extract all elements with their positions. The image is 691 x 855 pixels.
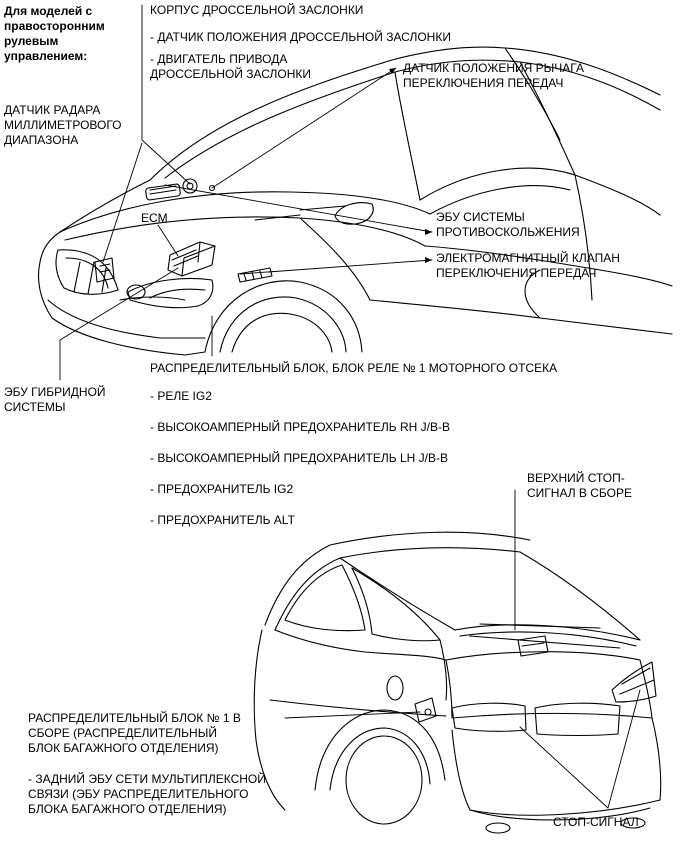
label-ecm: ECM <box>141 211 168 225</box>
label-line: ПЕРЕКЛЮЧЕНИЯ ПЕРЕДАЧ <box>403 76 564 90</box>
label-line: - ЗАДНИЙ ЭБУ СЕТИ МУЛЬТИПЛЕКСНОЙ <box>28 772 266 786</box>
label-throttle-sensor: - ДАТЧИК ПОЛОЖЕНИЯ ДРОССЕЛЬНОЙ ЗАСЛОНКИ <box>150 30 451 44</box>
label-line: РАСПРЕДЕЛИТЕЛЬНЫЙ БЛОК № 1 В <box>28 711 241 725</box>
label-relay-ig2: - РЕЛЕ IG2 <box>150 389 212 403</box>
label-line: СВЯЗИ (ЭБУ РАСПРЕДЕЛИТЕЛЬНОГО <box>28 787 249 801</box>
rhd-note-line: правосторонним <box>4 19 105 33</box>
label-line: ПЕРЕКЛЮЧЕНИЯ ПЕРЕДАЧ <box>436 266 597 280</box>
label-line: ЭБУ ГИБРИДНОЙ <box>4 385 106 399</box>
rhd-note-line: управлением: <box>4 49 88 63</box>
label-line: ДАТЧИК РАДАРА <box>4 103 101 117</box>
label-line: МИЛЛИМЕТРОВОГО <box>4 118 122 132</box>
label-line: БЛОК БАГАЖНОГО ОТДЕЛЕНИЯ) <box>28 741 219 755</box>
rear-vehicle-drawing <box>253 531 662 834</box>
label-line: ЭЛЕКТРОМАГНИТНЫЙ КЛАПАН <box>436 251 620 265</box>
label-line: СБОРЕ (РАСПРЕДЕЛИТЕЛЬНЫЙ <box>28 726 217 740</box>
rhd-note: Для моделей с правосторонним рулевым упр… <box>4 4 105 64</box>
label-high-mount-stop-lamp: ВЕРХНИЙ СТОП- СИГНАЛ В СБОРЕ <box>527 471 632 501</box>
label-line: - ДВИГАТЕЛЬ ПРИВОДА <box>150 52 288 66</box>
label-line: ВЕРХНИЙ СТОП- <box>527 471 625 485</box>
label-line: ЭБУ СИСТЕМЫ <box>436 210 525 224</box>
label-line: ДРОССЕЛЬНОЙ ЗАСЛОНКИ <box>150 67 311 81</box>
label-rear-multiplex-ecu: - ЗАДНИЙ ЭБУ СЕТИ МУЛЬТИПЛЕКСНОЙ СВЯЗИ (… <box>28 772 266 817</box>
label-line: ПРОТИВОСКОЛЬЖЕНИЯ <box>436 225 580 239</box>
leader-arrowheads <box>389 68 432 263</box>
label-fuse-rh: - ВЫСОКОАМПЕРНЫЙ ПРЕДОХРАНИТЕЛЬ RH J/B-B <box>150 420 450 434</box>
label-throttle-motor: - ДВИГАТЕЛЬ ПРИВОДА ДРОССЕЛЬНОЙ ЗАСЛОНКИ <box>150 52 311 82</box>
label-radar-sensor: ДАТЧИК РАДАРА МИЛЛИМЕТРОВОГО ДИАПАЗОНА <box>4 103 122 148</box>
label-hybrid-ecu: ЭБУ ГИБРИДНОЙ СИСТЕМЫ <box>4 385 106 415</box>
label-line: СИГНАЛ В СБОРЕ <box>527 486 633 500</box>
rhd-note-line: Для моделей с <box>4 4 93 18</box>
label-fuse-lh: - ВЫСОКОАМПЕРНЫЙ ПРЕДОХРАНИТЕЛЬ LH J/B-B <box>150 451 448 465</box>
leader-lines <box>59 4 641 809</box>
label-line: БЛОКА БАГАЖНОГО ОТДЕЛЕНИЯ) <box>28 802 227 816</box>
label-line: ДИАПАЗОНА <box>4 133 79 147</box>
label-fuse-ig2: - ПРЕДОХРАНИТЕЛЬ IG2 <box>150 482 294 496</box>
label-throttle-body: КОРПУС ДРОССЕЛЬНОЙ ЗАСЛОНКИ <box>150 3 364 17</box>
label-line: ДАТЧИК ПОЛОЖЕНИЯ РЫЧАГА <box>403 61 584 75</box>
label-shift-lever-sensor: ДАТЧИК ПОЛОЖЕНИЯ РЫЧАГА ПЕРЕКЛЮЧЕНИЯ ПЕР… <box>403 61 584 91</box>
label-fuse-alt: - ПРЕДОХРАНИТЕЛЬ ALT <box>150 513 295 527</box>
label-stop-lamp: СТОП-СИГНАЛ <box>553 815 639 829</box>
label-line: СИСТЕМЫ <box>4 400 66 414</box>
label-shift-solenoid: ЭЛЕКТРОМАГНИТНЫЙ КЛАПАН ПЕРЕКЛЮЧЕНИЯ ПЕР… <box>436 251 620 281</box>
label-precrash-ecu: ЭБУ СИСТЕМЫ ПРОТИВОСКОЛЬЖЕНИЯ <box>436 210 580 240</box>
label-engine-relay-block: РАСПРЕДЕЛИТЕЛЬНЫЙ БЛОК, БЛОК РЕЛЕ № 1 МО… <box>150 361 558 375</box>
front-vehicle-drawing <box>37 46 673 356</box>
rhd-note-line: рулевым <box>4 34 59 48</box>
label-luggage-junction-block: РАСПРЕДЕЛИТЕЛЬНЫЙ БЛОК № 1 В СБОРЕ (РАСП… <box>28 711 241 756</box>
